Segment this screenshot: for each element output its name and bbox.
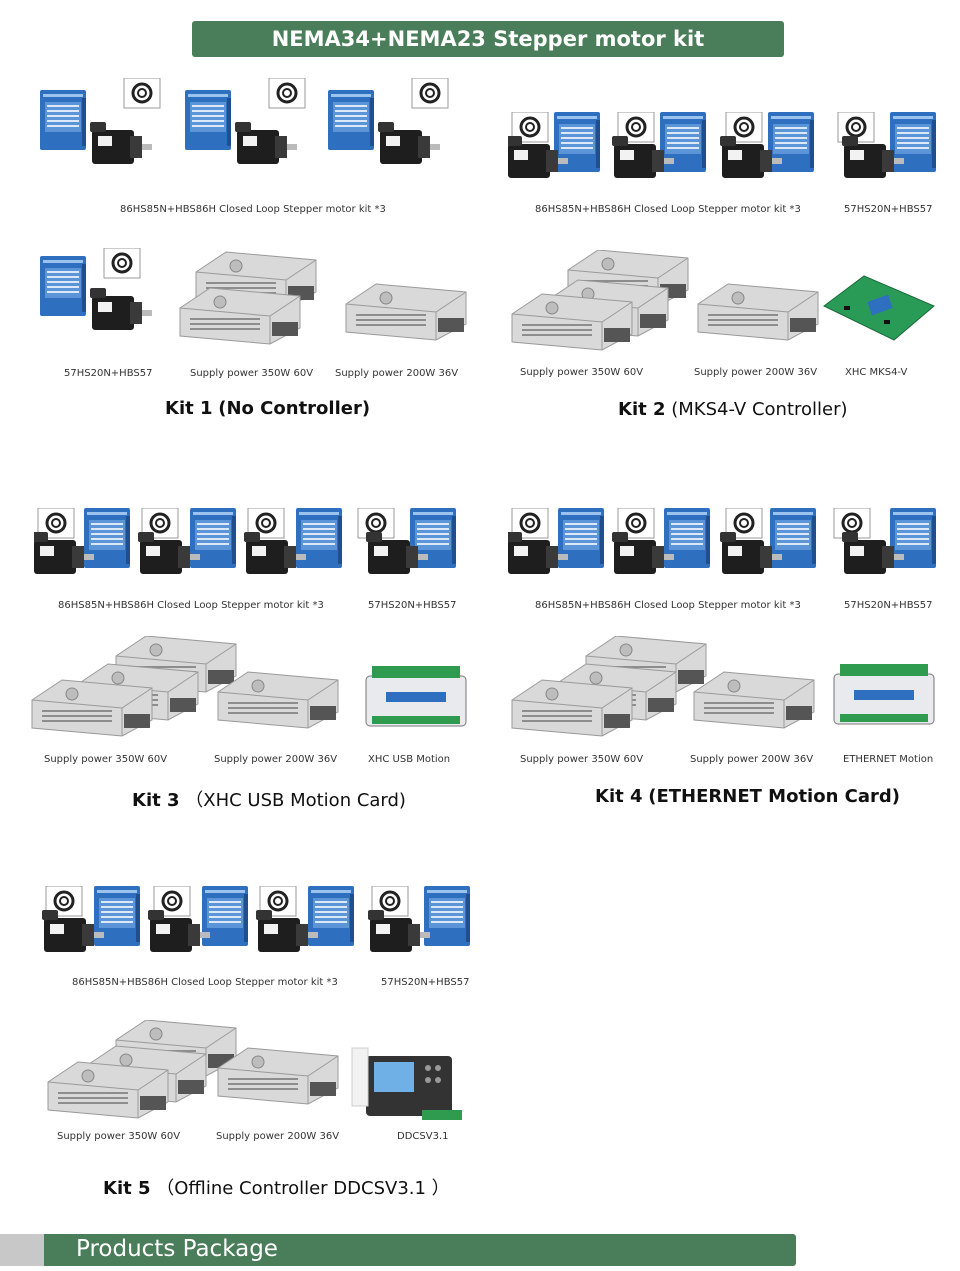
caption-psu-350: Supply power 350W 60V [520, 367, 644, 378]
kit2-psu-controller-image [511, 250, 935, 351]
caption-psu-200: Supply power 200W 36V [694, 367, 818, 378]
caption-57-kit: 57HS20N+HBS57 [368, 600, 457, 611]
caption-psu-200: Supply power 200W 36V [335, 368, 459, 379]
caption-86-kit: 86HS85N+HBS86H Closed Loop Stepper motor… [535, 204, 801, 215]
caption-57-kit: 57HS20N+HBS57 [844, 600, 933, 611]
kit3-number: Kit 3 [132, 790, 180, 811]
kit3-psu-controller-image [31, 636, 467, 737]
kit2-motor-set-image [508, 112, 936, 178]
caption-psu-350: Supply power 350W 60V [190, 368, 314, 379]
kit1-psu-image [40, 248, 467, 345]
kit5-psu-controller-image [47, 1020, 463, 1121]
caption-57-kit: 57HS20N+HBS57 [844, 204, 933, 215]
caption-psu-200: Supply power 200W 36V [216, 1131, 340, 1142]
kit1-motor-set-image [40, 78, 450, 164]
caption-psu-200: Supply power 200W 36V [214, 754, 338, 765]
kit2-number: Kit 2 [618, 399, 666, 420]
kit4-title: Kit 4 (ETHERNET Motion Card) [595, 786, 900, 807]
caption-86-kit: 86HS85N+HBS86H Closed Loop Stepper motor… [72, 977, 338, 988]
caption-psu-350: Supply power 350W 60V [57, 1131, 181, 1142]
kit5-motor-set-image [42, 886, 470, 952]
kit3-desc: （XHC USB Motion Card) [185, 790, 406, 811]
kit1-title: Kit 1 (No Controller) [165, 398, 370, 419]
footer-banner [0, 1234, 796, 1266]
kit4-number: Kit 4 [595, 786, 643, 807]
caption-psu-350: Supply power 350W 60V [520, 754, 644, 765]
caption-ethernet: ETHERNET Motion [843, 754, 934, 765]
footer-accent [0, 1234, 44, 1266]
caption-86-kit: 86HS85N+HBS86H Closed Loop Stepper motor… [120, 204, 386, 215]
kit4-psu-controller-image [511, 636, 935, 737]
kit2-title: Kit 2 (MKS4-V Controller) [618, 399, 848, 420]
caption-57-kit: 57HS20N+HBS57 [64, 368, 153, 379]
kit1-desc: (No Controller) [218, 398, 371, 419]
caption-xhc-usb: XHC USB Motion [368, 754, 451, 765]
footer-title: Products Package [76, 1236, 278, 1262]
title-banner: NEMA34+NEMA23 Stepper motor kit [192, 21, 784, 57]
caption-mks4: XHC MKS4-V [845, 367, 908, 378]
kit5-title: Kit 5 （Offline Controller DDCSV3.1 ） [103, 1174, 450, 1200]
caption-57-kit: 57HS20N+HBS57 [381, 977, 470, 988]
caption-psu-200: Supply power 200W 36V [690, 754, 814, 765]
kit3-motor-set-image [34, 508, 456, 574]
caption-86-kit: 86HS85N+HBS86H Closed Loop Stepper motor… [535, 600, 801, 611]
caption-86-kit: 86HS85N+HBS86H Closed Loop Stepper motor… [58, 600, 324, 611]
kit4-motor-set-image [508, 508, 936, 574]
caption-psu-350: Supply power 350W 60V [44, 754, 168, 765]
page-title: NEMA34+NEMA23 Stepper motor kit [271, 27, 705, 51]
kit4-desc: (ETHERNET Motion Card) [648, 786, 901, 807]
kit3-title: Kit 3 （XHC USB Motion Card) [132, 786, 406, 812]
kit1-number: Kit 1 [165, 398, 213, 419]
kit5-desc: （Offline Controller DDCSV3.1 ） [156, 1178, 450, 1199]
caption-ddcs: DDCSV3.1 [397, 1131, 449, 1142]
kit5-number: Kit 5 [103, 1178, 151, 1199]
kit2-desc: (MKS4-V Controller) [671, 399, 848, 420]
